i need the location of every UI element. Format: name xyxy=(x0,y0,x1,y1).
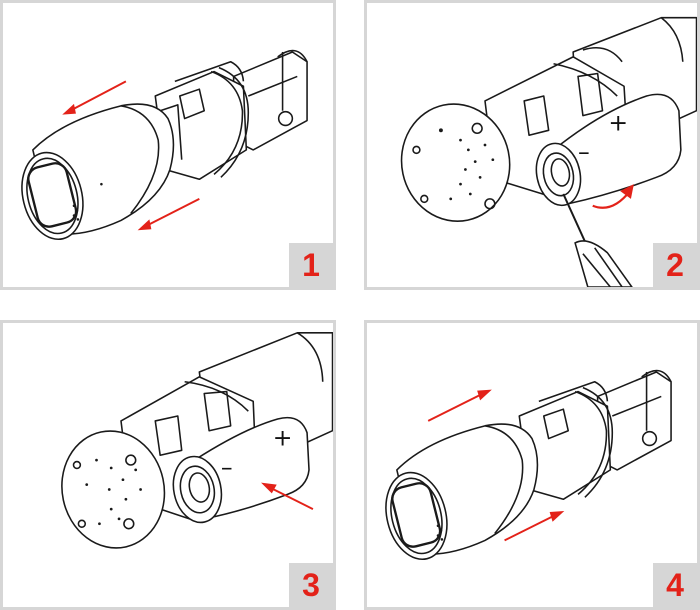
battery-plus-sign: + xyxy=(273,423,293,451)
battery-plus-sign: + xyxy=(608,108,628,136)
knob-icon xyxy=(21,103,175,241)
step-panel-3: + – 3 xyxy=(0,320,336,610)
step-number: 2 xyxy=(666,247,684,283)
screwdriver-icon xyxy=(562,193,633,287)
direction-arrow-icon xyxy=(427,389,565,542)
step-panel-4: 4 xyxy=(364,320,700,610)
knob-reattach-illustration xyxy=(385,369,672,561)
battery-minus-sign: – xyxy=(221,453,233,481)
battery-minus-sign: – xyxy=(578,138,590,166)
step-number: 1 xyxy=(302,247,320,283)
battery-insertion-illustration: + – xyxy=(61,332,333,549)
step-panel-1: 1 xyxy=(0,0,336,290)
direction-arrow-icon xyxy=(261,482,314,510)
battery-removal-illustration: + – xyxy=(400,16,697,287)
direction-arrow-icon xyxy=(592,184,634,209)
step-panel-2: + – 2 xyxy=(364,0,700,290)
step-number: 3 xyxy=(302,567,320,603)
knob-icon xyxy=(385,423,539,561)
direction-arrow-icon xyxy=(62,80,200,231)
step-number: 4 xyxy=(666,567,684,603)
step-number-badge: 2 xyxy=(653,243,697,287)
step-number-badge: 4 xyxy=(653,563,697,607)
step-number-badge: 1 xyxy=(289,243,333,287)
knob-removal-illustration xyxy=(21,49,308,241)
step-number-badge: 3 xyxy=(289,563,333,607)
battery-icon xyxy=(535,93,682,207)
